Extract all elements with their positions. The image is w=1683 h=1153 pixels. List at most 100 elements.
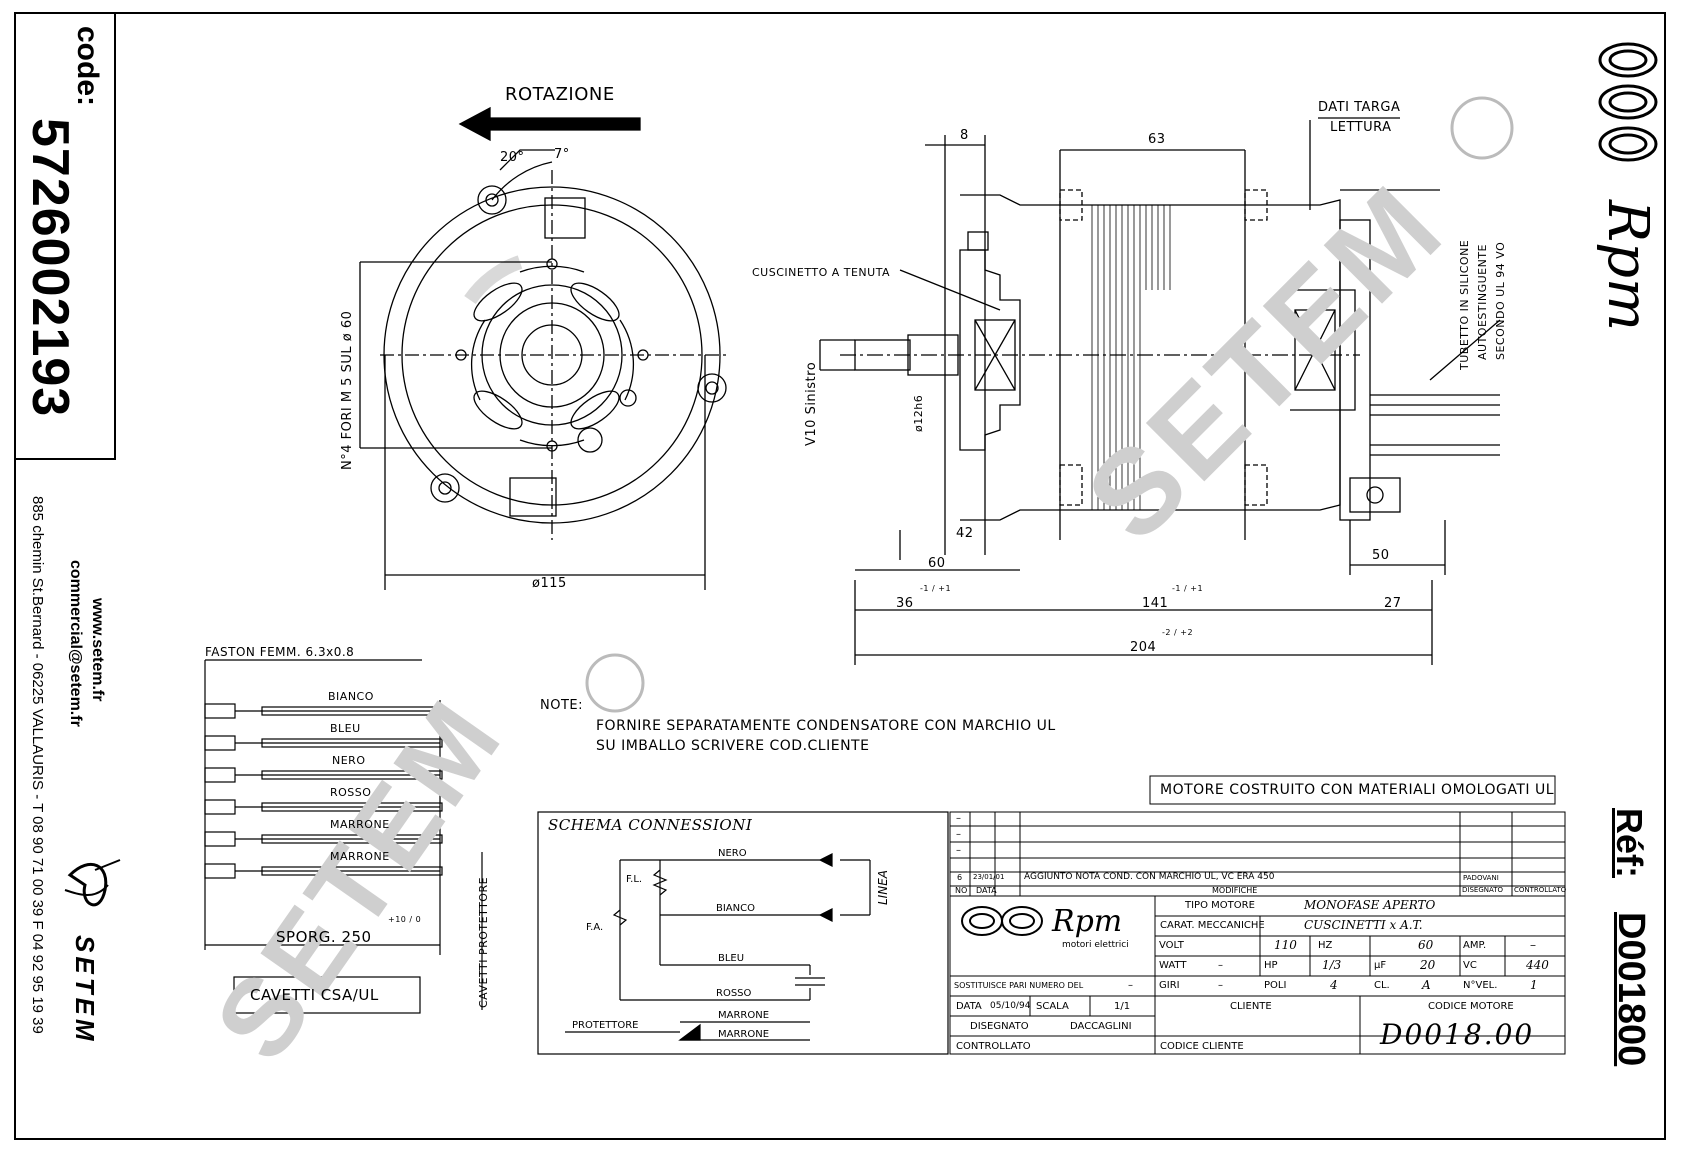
angle-b-label: 7° <box>554 147 570 162</box>
cl-label: CL. <box>1374 980 1390 991</box>
giri-label: GIRI <box>1159 980 1180 991</box>
carat-value: CUSCINETTI x A.T. <box>1304 918 1423 932</box>
uf-label: µF <box>1374 960 1387 971</box>
code-box <box>14 12 116 460</box>
tube-note-2: AUTOESTINGUENTE <box>1476 243 1489 360</box>
diameter-label: ø115 <box>532 576 567 591</box>
tube-note-1: TUBETTO IN SILICONE <box>1458 239 1471 370</box>
tube-note-3: SECONDO UL 94 VO <box>1494 241 1507 360</box>
shaft-diameter: ø12h6 <box>912 394 925 432</box>
cable-label: CAVETTI CSA/UL <box>250 986 379 1004</box>
data-label: DATA <box>956 1001 982 1012</box>
codice-motore-label: CODICE MOTORE <box>1428 1001 1514 1012</box>
rev-header-no: NO <box>955 886 968 895</box>
materials-note: MOTORE COSTRUITO CON MATERIALI OMOLOGATI… <box>1160 782 1555 798</box>
dim-141: 141 <box>1142 596 1169 611</box>
dim-60: 60 <box>928 556 946 571</box>
rev-blank-1: – <box>956 813 961 824</box>
dim-42: 42 <box>956 526 974 541</box>
shaft-label: V10 Sinistro <box>804 361 819 446</box>
schema-marrone-2: MARRONE <box>718 1029 770 1040</box>
poli-value: 4 <box>1330 978 1338 992</box>
scala-value: 1/1 <box>1114 1001 1131 1012</box>
rotation-label: ROTAZIONE <box>505 84 615 105</box>
rev-header-disegnato: DISEGNATO <box>1462 886 1504 894</box>
bearing-label: CUSCINETTO A TENUTA <box>752 266 891 279</box>
titleblock-coil-logo-icon <box>961 906 1043 936</box>
rpm-coil-logo-icon <box>1598 42 1658 162</box>
nameplate-label: DATI TARGA <box>1318 100 1401 115</box>
note-label: NOTE: <box>540 698 583 713</box>
setem-stamp-icon <box>1450 96 1514 160</box>
poli-label: POLI <box>1264 980 1287 991</box>
dim-36-tol: -1 / +1 <box>920 584 952 593</box>
schema-marrone-1: MARRONE <box>718 1010 770 1021</box>
rev-date: 23/01/01 <box>973 873 1005 881</box>
wire-label-1: BIANCO <box>328 690 374 703</box>
watt-label: WATT <box>1159 960 1187 971</box>
dim-204-tol: -2 / +2 <box>1162 628 1194 637</box>
hz-value: 60 <box>1418 938 1434 952</box>
dim-141-tol: -1 / +1 <box>1172 584 1204 593</box>
angle-a-label: 20° <box>500 150 525 165</box>
wire-label-2: BLEU <box>330 722 361 735</box>
rev-text: AGGIUNTO NOTA COND. CON MARCHIO UL, VC E… <box>1024 872 1275 882</box>
rev-header-data: DATA <box>976 886 997 895</box>
disegnato-value: DACCAGLINI <box>1070 1021 1132 1032</box>
amp-label: AMP. <box>1463 940 1487 951</box>
protector-cables: CAVETTI PROTETTORE <box>477 876 490 1008</box>
rev-blank-2: – <box>956 829 961 840</box>
volt-label: VOLT <box>1159 940 1184 951</box>
schema-bleu: BLEU <box>718 953 745 964</box>
note-line-2: SU IMBALLO SCRIVERE COD.CLIENTE <box>596 738 870 754</box>
vel-value: 1 <box>1530 978 1538 992</box>
schema-fl: F.L. <box>626 874 643 885</box>
rev-by: PADOVANI <box>1463 874 1499 882</box>
tipo-value: MONOFASE APERTO <box>1304 898 1436 912</box>
wire-label-6: MARRONE <box>330 850 390 863</box>
watt-value: – <box>1218 960 1223 971</box>
wire-length-tol: +10 / 0 <box>388 915 422 924</box>
carat-label: CARAT. MECCANICHE <box>1160 920 1265 931</box>
dim-204: 204 <box>1130 640 1157 655</box>
schema-protettore: PROTETTORE <box>572 1020 639 1031</box>
setem-stamp-icon-2 <box>585 653 645 713</box>
rev-header-modif: MODIFICHE <box>1212 886 1258 895</box>
vc-value: 440 <box>1526 958 1549 972</box>
hp-label: HP <box>1264 960 1278 971</box>
sostituisce-value: – <box>1128 980 1133 991</box>
controllato-label: CONTROLLATO <box>956 1041 1031 1052</box>
tipo-label: TIPO MOTORE <box>1185 900 1255 911</box>
hz-label: HZ <box>1318 940 1333 951</box>
rotation-arrow-icon <box>458 106 641 142</box>
vc-label: VC <box>1463 960 1477 971</box>
giri-value: – <box>1218 980 1223 991</box>
faston-header: FASTON FEMM. 6.3x0.8 <box>205 645 355 659</box>
dim-63: 63 <box>1148 132 1166 147</box>
note-line-1: FORNIRE SEPARATAMENTE CONDENSATORE CON M… <box>596 718 1056 734</box>
wire-length: SPORG. 250 <box>276 928 372 946</box>
disegnato-label: DISEGNATO <box>970 1021 1029 1032</box>
sostituisce-label: SOSTITUISCE PARI NUMERO DEL <box>954 981 1084 990</box>
rev-number: 6 <box>957 873 963 882</box>
dim-8: 8 <box>960 128 969 143</box>
schema-nero: NERO <box>718 848 747 859</box>
codice-motore-value: D0018.00 <box>1380 1018 1535 1051</box>
codice-cliente-label: CODICE CLIENTE <box>1160 1041 1244 1052</box>
cliente-label: CLIENTE <box>1230 1001 1272 1012</box>
dim-27: 27 <box>1384 596 1402 611</box>
wire-label-4: ROSSO <box>330 786 372 799</box>
drawing-frame <box>14 12 1666 1140</box>
schema-title: SCHEMA CONNESSIONI <box>548 816 753 834</box>
rev-blank-3: – <box>956 845 961 856</box>
schema-linea: LINEA <box>876 870 890 905</box>
hp-value: 1/3 <box>1322 958 1342 972</box>
titleblock-logo-sub: motori elettrici <box>1062 940 1129 950</box>
uf-value: 20 <box>1420 958 1436 972</box>
schema-bianco: BIANCO <box>716 903 755 914</box>
nameplate-sub: LETTURA <box>1330 120 1392 135</box>
holes-label: N°4 FORI M 5 SUL ø 60 <box>340 310 355 470</box>
setem-bird-logo-icon <box>64 859 121 907</box>
wire-label-3: NERO <box>332 754 366 767</box>
